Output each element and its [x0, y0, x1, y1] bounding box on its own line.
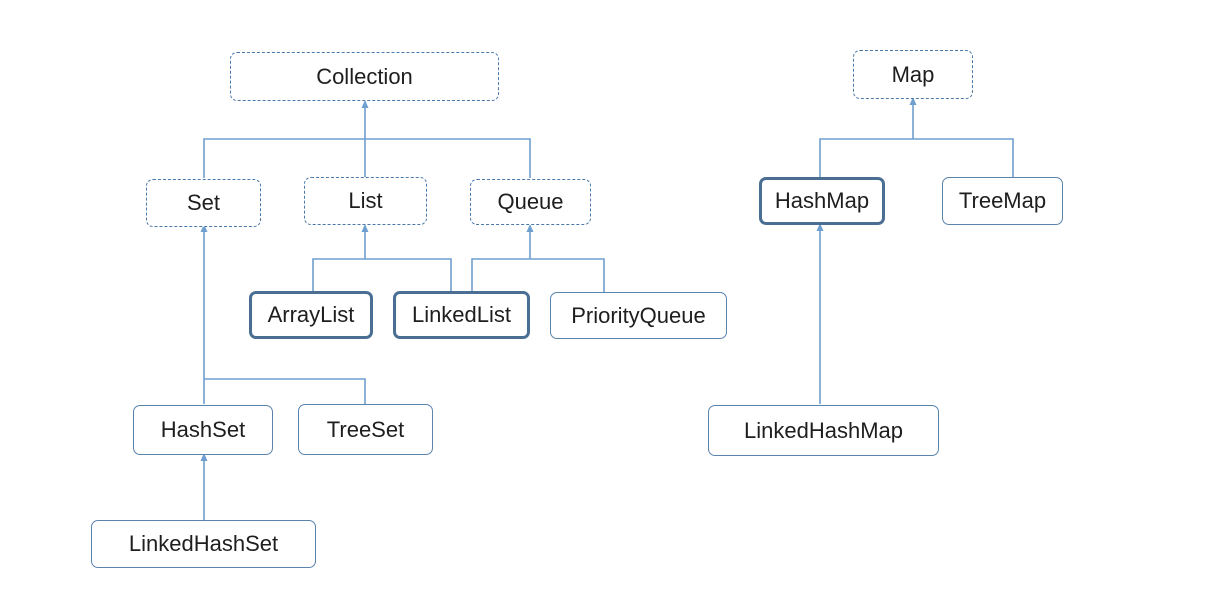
linkedhashmap-class-node: LinkedHashMap [708, 405, 939, 456]
hashset-class-node: HashSet [133, 405, 273, 455]
priorityqueue-class-node: PriorityQueue [550, 292, 727, 339]
linkedhashset-class-node: LinkedHashSet [91, 520, 316, 568]
set-interface-node: Set [146, 179, 261, 227]
collection-interface-node: Collection [230, 52, 499, 101]
hashmap-class-node: HashMap [759, 177, 885, 225]
list-interface-node: List [304, 177, 427, 225]
queue-interface-node: Queue [470, 179, 591, 225]
treeset-class-node: TreeSet [298, 404, 433, 455]
treemap-class-node: TreeMap [942, 177, 1063, 225]
arraylist-class-node: ArrayList [249, 291, 373, 339]
linkedlist-class-node: LinkedList [393, 291, 530, 339]
map-interface-node: Map [853, 50, 973, 99]
